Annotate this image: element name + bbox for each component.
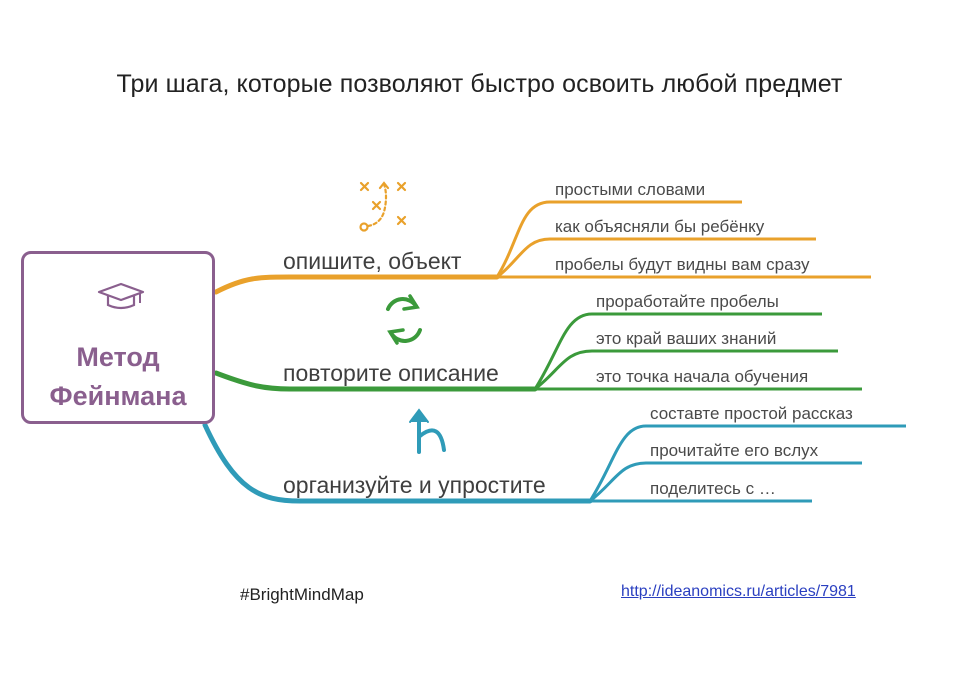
strategy-plan-icon	[359, 181, 407, 232]
branch-3-connector	[202, 422, 593, 504]
branch-1-leaf-1: простыми словами	[555, 180, 706, 199]
branch-1-leaf-2: как объясняли бы ребёнку	[555, 217, 765, 236]
merge-arrow-icon	[409, 408, 446, 454]
branch-1-leaf-3: пробелы будут видны вам сразу	[555, 255, 810, 274]
root-label-line-2: Фейнмана	[49, 381, 187, 411]
root-node: Метод Фейнмана	[21, 251, 215, 424]
root-label-line-1: Метод	[76, 342, 160, 372]
branch-3-leaf-3: поделитесь с …	[650, 479, 776, 498]
branch-3-leaf-2: прочитайте его вслух	[650, 441, 819, 460]
refresh-cycle-icon	[386, 294, 422, 345]
branch-2-leaf-1-connector	[533, 312, 822, 390]
branch-2-leaf-1: проработайте пробелы	[596, 292, 779, 311]
branch-2-leaf-3: это точка начала обучения	[596, 367, 809, 386]
source-link[interactable]: http://ideanomics.ru/articles/7981	[621, 583, 856, 600]
branch-3-leaf-1-connector	[588, 424, 906, 502]
root-label: Метод Фейнмана	[24, 338, 212, 416]
graduation-cap-icon	[97, 282, 145, 310]
branch-1-leaf-2-connector	[496, 237, 816, 279]
branch-1-label: опишите, объект	[283, 248, 462, 274]
branch-2-label: повторите описание	[283, 360, 499, 386]
branch-3-label: организуйте и упростите	[283, 472, 546, 498]
branch-2-connector	[213, 370, 538, 392]
branch-1-leaf-1-connector	[495, 200, 742, 278]
branch-2-leaf-2-connector	[534, 349, 838, 391]
hashtag-label: #BrightMindMap	[240, 585, 364, 604]
page-title: Три шага, которые позволяют быстро освои…	[116, 70, 843, 98]
branch-1-connector	[213, 274, 500, 295]
branch-3-leaf-2-connector	[589, 461, 862, 503]
branch-3-leaf-1: составте простой рассказ	[650, 404, 853, 423]
branch-2-leaf-2: это край ваших знаний	[596, 329, 777, 348]
